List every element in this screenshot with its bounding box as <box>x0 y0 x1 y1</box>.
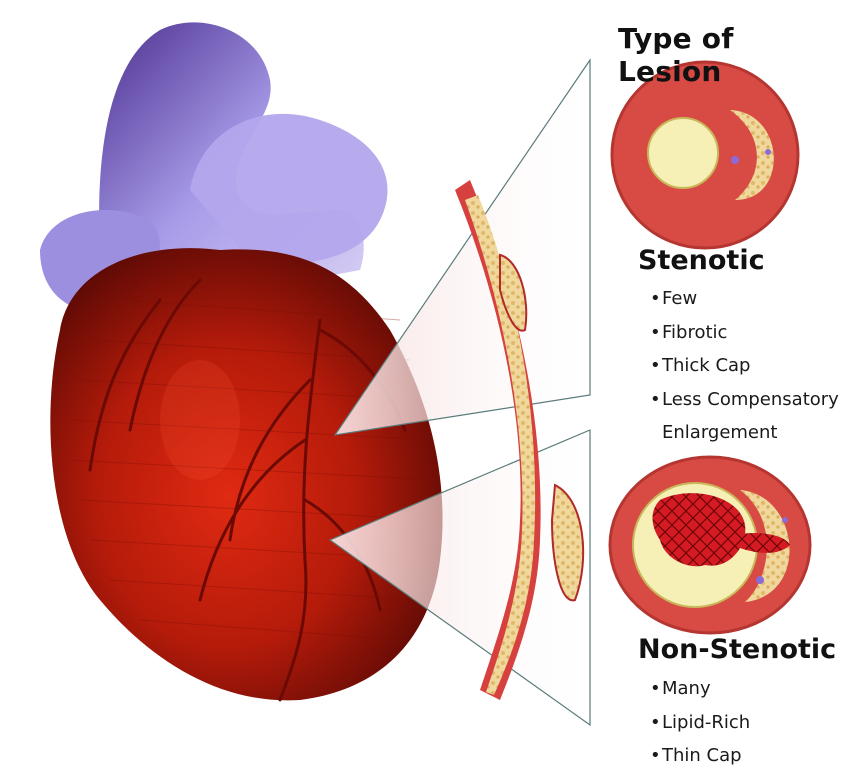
list-item: •Many <box>650 672 750 706</box>
list-item: •Less Compensatory <box>650 383 839 417</box>
list-item: •Thin Cap <box>650 739 750 773</box>
list-item: •Thick Cap <box>650 349 839 383</box>
list-item: •Few <box>650 282 839 316</box>
stenotic-heading: Stenotic <box>638 245 765 276</box>
non-stenotic-bullet-list: •Many •Lipid-Rich •Thin Cap <box>650 672 750 773</box>
list-item-continuation: Enlargement <box>650 416 839 450</box>
non-stenotic-cross-section <box>610 457 810 633</box>
heart-illustration <box>40 22 443 700</box>
stenotic-bullet-list: •Few •Fibrotic •Thick Cap •Less Compensa… <box>650 282 839 450</box>
stenotic-cross-section <box>612 62 798 248</box>
stenotic-lumen <box>648 118 718 188</box>
non-stenotic-heading: Non-Stenotic <box>638 634 836 665</box>
page-title: Type of Lesion <box>618 22 846 88</box>
list-item: •Fibrotic <box>650 316 839 350</box>
zoom-wedge-stenotic <box>335 60 590 435</box>
list-item: •Lipid-Rich <box>650 706 750 740</box>
